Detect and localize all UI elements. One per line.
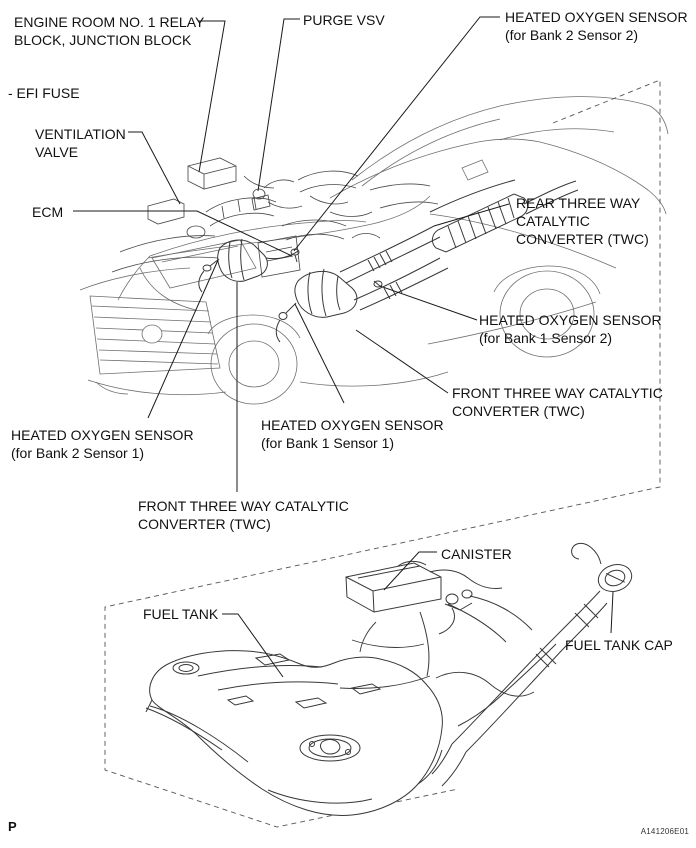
- fuel-tank-art: [145, 650, 443, 816]
- evap-hoses-art: [339, 621, 535, 697]
- label-line: VALVE: [35, 144, 79, 160]
- leader-fuel-tank-cap: [610, 591, 614, 634]
- label-line: REAR THREE WAY: [516, 195, 641, 211]
- label-purge-vsv: PURGE VSV: [303, 12, 385, 28]
- fuel-tank-cap-part: [597, 564, 633, 592]
- label-canister: CANISTER: [441, 546, 512, 562]
- dashed-frame: [104, 79, 661, 828]
- leader-canister: [383, 551, 437, 591]
- label-fuel-tank-cap: FUEL TANK CAP: [565, 637, 673, 653]
- label-line: HEATED OXYGEN SENSOR: [505, 9, 688, 25]
- label-rear-twc: REAR THREE WAY CATALYTIC CONVERTER (TWC): [516, 194, 649, 248]
- leader-ho2s-b1s2: [379, 285, 478, 321]
- label-line: HEATED OXYGEN SENSOR: [11, 427, 194, 443]
- label-line: (for Bank 1 Sensor 2): [479, 330, 613, 346]
- label-line: VENTILATION: [35, 126, 126, 142]
- ecm-part: [257, 235, 301, 278]
- ho2s-b1s1-part: [275, 302, 297, 343]
- fuel-pump-ring-part: [299, 734, 361, 762]
- leader-engine-room-relay-block: [198, 20, 226, 173]
- engine-bay-art: [111, 157, 439, 278]
- label-ho2s-bank2-sensor2: HEATED OXYGEN SENSOR (for Bank 2 Sensor …: [505, 8, 688, 44]
- leader-ho2s-b1s1: [294, 303, 345, 404]
- label-line: CONVERTER (TWC): [138, 516, 271, 532]
- leader-ventilation-valve: [128, 131, 181, 205]
- label-line: HEATED OXYGEN SENSOR: [261, 417, 444, 433]
- label-fuel-tank: FUEL TANK: [143, 606, 219, 622]
- label-line: HEATED OXYGEN SENSOR: [479, 312, 662, 328]
- leader-ho2s-b2s2: [293, 16, 500, 252]
- canister-art: [345, 560, 533, 677]
- ho2s-b1s2-part: [373, 280, 383, 288]
- canister-part: [345, 560, 442, 613]
- leader-ecm: [73, 210, 293, 257]
- exhaust-art: [198, 179, 579, 343]
- leader-fuel-tank: [222, 613, 284, 678]
- front-twc-left-part: [217, 238, 299, 282]
- label-ho2s-bank1-sensor1: HEATED OXYGEN SENSOR (for Bank 1 Sensor …: [261, 416, 444, 452]
- label-ho2s-bank1-sensor2: HEATED OXYGEN SENSOR (for Bank 1 Sensor …: [479, 311, 662, 347]
- label-line: (for Bank 2 Sensor 2): [505, 27, 639, 43]
- filler-pipe-art: [431, 542, 633, 787]
- label-line: FRONT THREE WAY CATALYTIC: [138, 498, 349, 514]
- leader-lines: [73, 16, 614, 678]
- label-engine-room-relay-block: ENGINE ROOM NO. 1 RELAY BLOCK, JUNCTION …: [14, 13, 204, 49]
- front-twc-right-part: [294, 268, 358, 318]
- label-line: BLOCK, JUNCTION BLOCK: [14, 32, 192, 48]
- leader-front-twc-right: [355, 329, 449, 394]
- label-line: CONVERTER (TWC): [516, 231, 649, 247]
- figure-code: A141206E01: [640, 827, 689, 836]
- relay-block-part: [187, 157, 237, 190]
- leader-ho2s-b2s1: [147, 259, 219, 419]
- fuel-tank-part: [149, 650, 443, 816]
- label-line: (for Bank 1 Sensor 1): [261, 435, 395, 451]
- label-line: ENGINE ROOM NO. 1 RELAY: [14, 14, 205, 30]
- page-letter: P: [8, 819, 17, 834]
- label-line: CATALYTIC: [516, 213, 590, 229]
- car-body-art: [79, 96, 669, 405]
- label-line: CONVERTER (TWC): [452, 403, 585, 419]
- label-line: FRONT THREE WAY CATALYTIC: [452, 385, 663, 401]
- purge-vsv-part: [251, 179, 303, 211]
- label-ho2s-bank2-sensor1: HEATED OXYGEN SENSOR (for Bank 2 Sensor …: [11, 426, 194, 462]
- label-front-twc-center: FRONT THREE WAY CATALYTIC CONVERTER (TWC…: [138, 497, 349, 533]
- leader-rear-twc: [433, 203, 510, 227]
- label-ventilation-valve: VENTILATION VALVE: [35, 125, 126, 161]
- label-line: (for Bank 2 Sensor 1): [11, 445, 145, 461]
- label-efi-fuse: - EFI FUSE: [8, 85, 80, 101]
- label-front-twc-right: FRONT THREE WAY CATALYTIC CONVERTER (TWC…: [452, 384, 663, 420]
- leader-purge-vsv: [257, 18, 300, 192]
- label-ecm: ECM: [32, 204, 64, 220]
- rear-twc-part: [431, 193, 529, 253]
